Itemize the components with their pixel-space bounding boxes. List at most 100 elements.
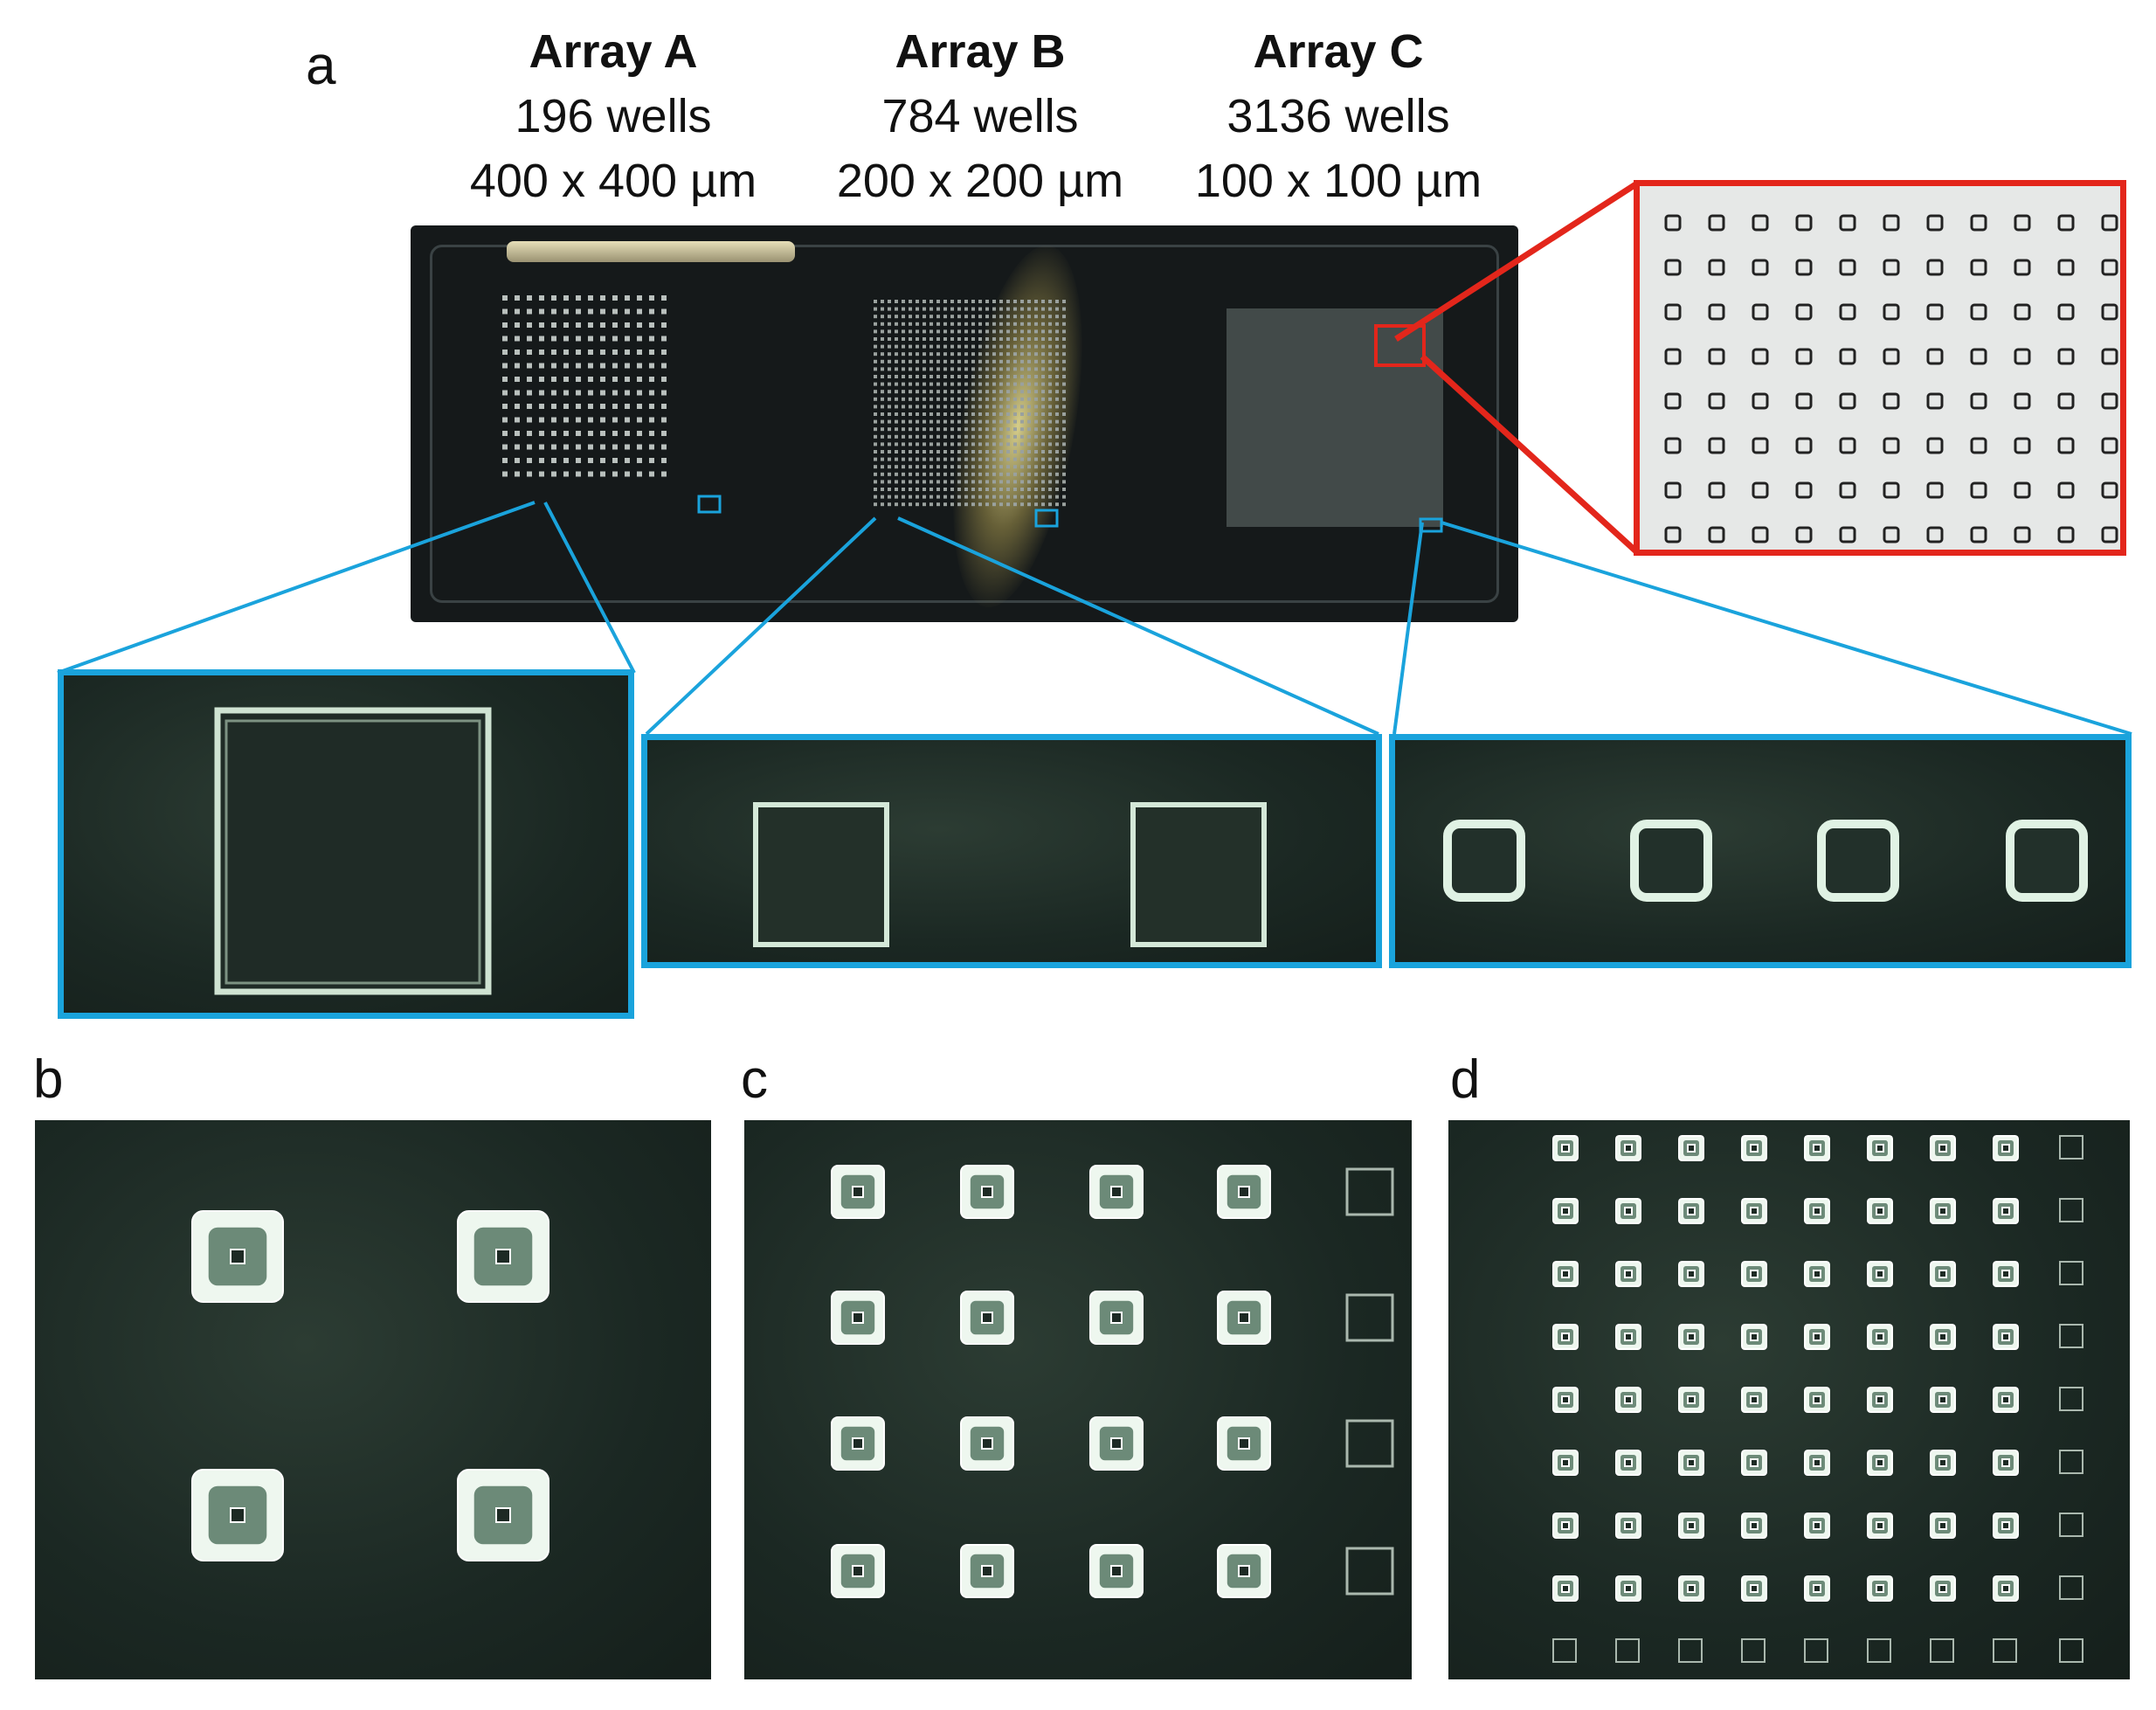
micro-well-core xyxy=(1561,1521,1570,1530)
slide-well xyxy=(563,295,569,301)
slide-well xyxy=(999,322,1003,326)
slide-well xyxy=(1034,434,1038,439)
slide-well xyxy=(923,434,926,439)
slide-well xyxy=(909,390,912,394)
empty-well xyxy=(2059,1450,2083,1474)
slide-well xyxy=(957,337,961,341)
slide-well xyxy=(1027,480,1031,484)
slide-well xyxy=(923,442,926,447)
zoom-well xyxy=(2057,348,2075,365)
zoom-well xyxy=(2101,303,2118,321)
slide-well xyxy=(916,419,919,424)
slide-well xyxy=(999,329,1003,334)
slide-well xyxy=(902,315,905,319)
slide-well xyxy=(923,427,926,432)
slide-well xyxy=(936,359,940,363)
slide-well xyxy=(874,427,877,432)
slide-well xyxy=(1020,375,1024,378)
slide-well xyxy=(902,397,905,401)
slide-well xyxy=(1020,457,1024,461)
slide-well xyxy=(943,488,947,491)
slide-well xyxy=(936,367,940,371)
slide-well xyxy=(999,307,1003,311)
slide-well xyxy=(909,344,912,349)
slide-well xyxy=(1013,495,1017,499)
slide-well xyxy=(888,465,891,469)
slide-well xyxy=(971,337,975,341)
slide-well xyxy=(1041,375,1045,378)
slide-well xyxy=(985,480,989,484)
slide-well xyxy=(992,502,996,507)
slide-well xyxy=(971,442,975,447)
slide-well xyxy=(888,419,891,424)
slide-well xyxy=(923,390,926,394)
slide-well xyxy=(971,315,975,319)
slide-well xyxy=(874,480,877,484)
slide-well xyxy=(999,397,1003,401)
slide-well xyxy=(527,308,532,315)
slide-well xyxy=(929,427,933,432)
slide-well xyxy=(902,322,905,326)
slide-well xyxy=(1041,427,1045,432)
slide-well xyxy=(902,307,905,311)
array-b-header: Array B 784 wells 200 x 200 µm xyxy=(814,19,1146,213)
micro-well-core xyxy=(1938,1333,1947,1341)
micro-well-core xyxy=(1813,1270,1821,1278)
slide-well xyxy=(978,450,982,453)
micro-well-core xyxy=(1750,1207,1759,1215)
slide-well xyxy=(1013,382,1017,386)
slide-well xyxy=(957,457,961,461)
slide-well xyxy=(1006,307,1010,311)
slide-well xyxy=(936,322,940,326)
slide-well xyxy=(950,367,954,371)
slide-well xyxy=(874,457,877,461)
slide-well xyxy=(576,295,581,301)
slide-well xyxy=(950,329,954,334)
slide-well xyxy=(971,465,975,469)
slide-well xyxy=(661,417,667,423)
slide-well xyxy=(1041,472,1045,476)
slide-well xyxy=(1027,472,1031,476)
micro-well-core xyxy=(1813,1458,1821,1467)
slide-well xyxy=(964,480,968,484)
slide-well xyxy=(649,322,654,328)
slide-well xyxy=(551,308,556,315)
slide-well xyxy=(600,444,605,450)
slide-well xyxy=(964,495,968,499)
slide-well xyxy=(985,367,989,371)
slide-well xyxy=(874,412,877,416)
slide-well xyxy=(881,488,884,491)
micro-well-core xyxy=(1561,1207,1570,1215)
slide-well xyxy=(874,442,877,447)
micro-well-core xyxy=(1938,1207,1947,1215)
slide-well xyxy=(1020,450,1024,453)
slide-well xyxy=(929,419,933,424)
slide-well xyxy=(964,322,968,326)
slide-well xyxy=(1055,495,1059,499)
slide-well xyxy=(950,419,954,424)
slide-well xyxy=(929,382,933,386)
slide-well xyxy=(502,363,508,369)
blue-selection-box-a xyxy=(697,495,722,514)
slide-well xyxy=(978,322,982,326)
slide-well xyxy=(1020,397,1024,401)
micro-well-core xyxy=(1238,1312,1250,1324)
slide-well xyxy=(874,315,877,319)
slide-well xyxy=(612,471,618,477)
zoom-well xyxy=(2101,437,2118,454)
slide-well xyxy=(1034,344,1038,349)
slide-well xyxy=(539,377,544,382)
zoom-well xyxy=(1708,348,1725,365)
slide-top-label-strip xyxy=(507,241,795,262)
slide-well xyxy=(1055,329,1059,334)
slide-well xyxy=(1013,300,1017,303)
zoom-well xyxy=(1839,481,1856,499)
slide-well xyxy=(923,322,926,326)
slide-well xyxy=(588,390,593,396)
micro-well-core xyxy=(852,1565,864,1577)
slide-well xyxy=(502,458,508,463)
slide-well xyxy=(576,308,581,315)
zoom-well xyxy=(1795,526,1813,543)
slide-well xyxy=(1041,419,1045,424)
slide-well xyxy=(950,412,954,416)
